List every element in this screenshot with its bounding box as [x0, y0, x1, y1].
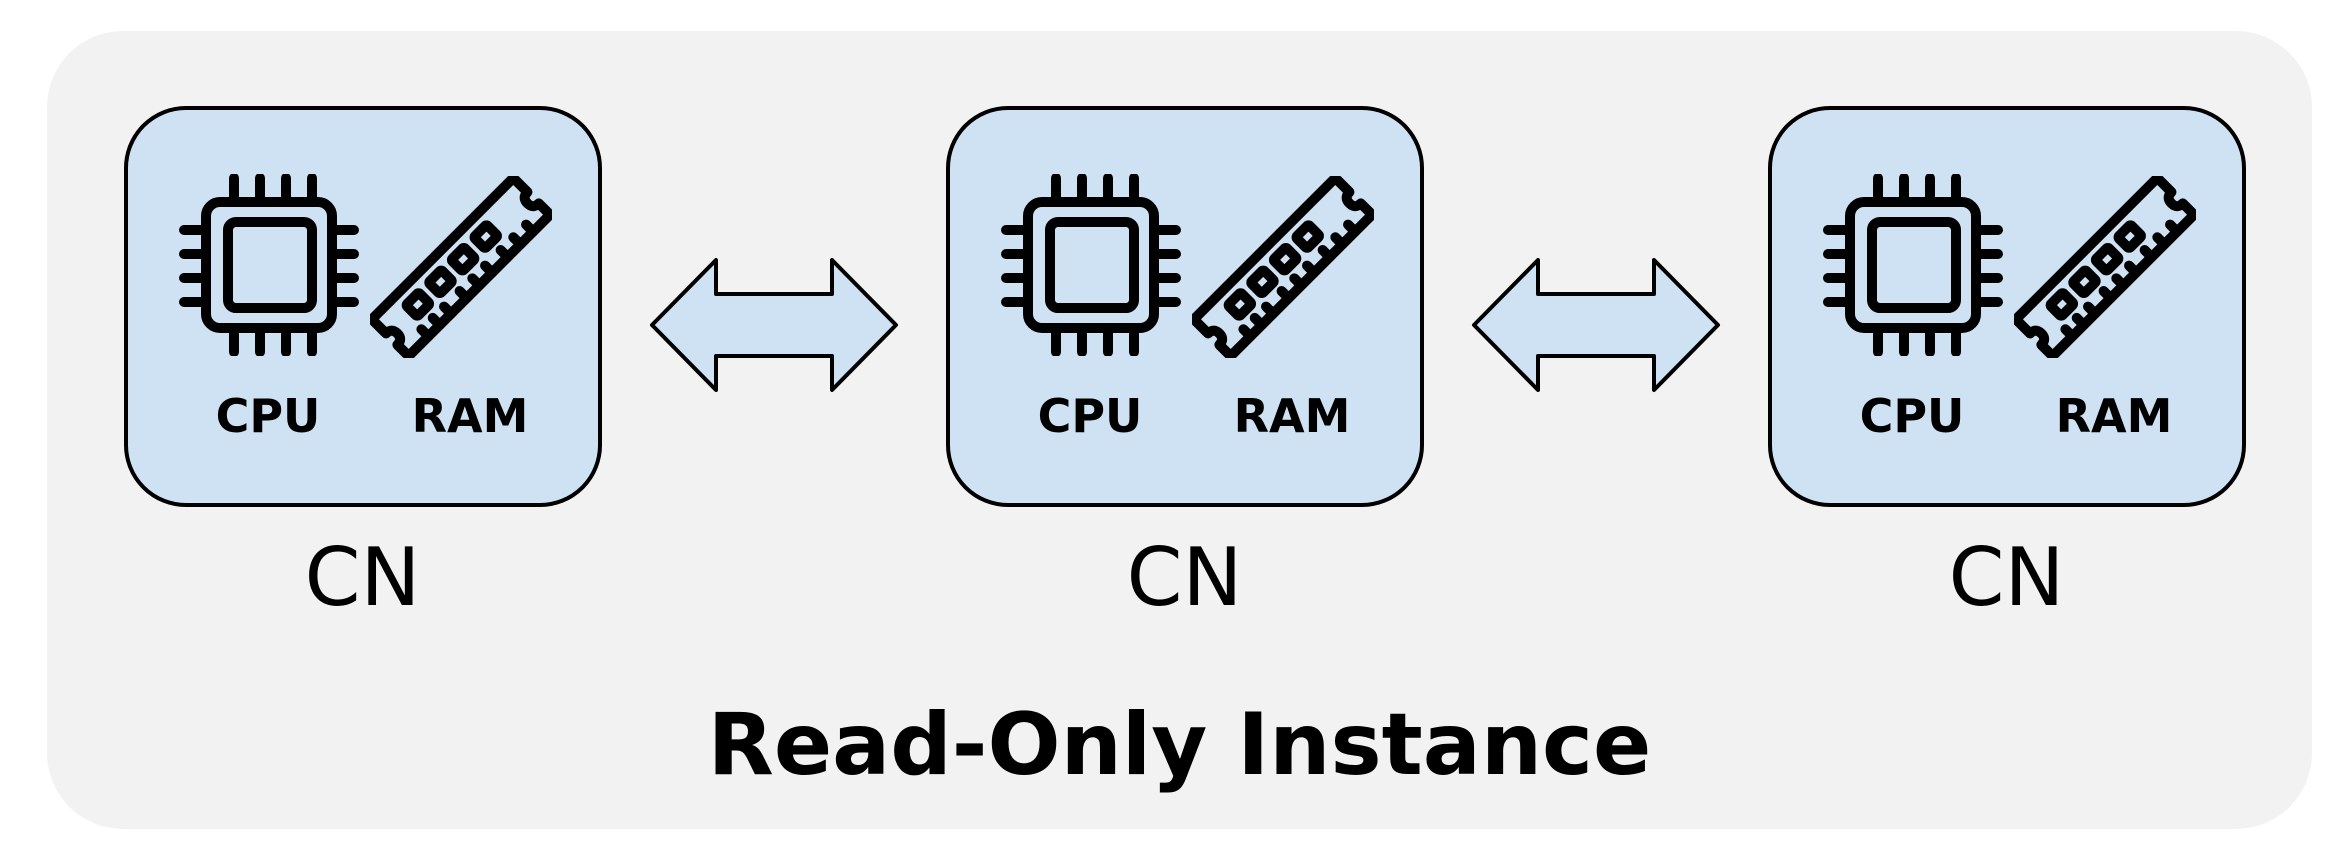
ram-label: RAM	[2055, 389, 2173, 443]
compute-node-3: CPU RAM	[1768, 106, 2246, 507]
node-name-label: CN	[1126, 531, 1243, 624]
bidirectional-arrow-icon	[1470, 256, 1722, 394]
bidirectional-arrow-icon	[648, 256, 900, 394]
cpu-icon	[1000, 174, 1182, 356]
node-name-label: CN	[304, 531, 421, 624]
cpu-label: CPU	[215, 389, 321, 443]
ram-label: RAM	[1233, 389, 1351, 443]
cpu-label: CPU	[1037, 389, 1143, 443]
node-name-label: CN	[1948, 531, 2065, 624]
compute-node-1: CPU RAM	[124, 106, 602, 507]
cpu-icon	[178, 174, 360, 356]
compute-node-2: CPU RAM	[946, 106, 1424, 507]
ram-label: RAM	[411, 389, 529, 443]
cpu-label: CPU	[1859, 389, 1965, 443]
ram-icon	[370, 176, 552, 358]
ram-icon	[2014, 176, 2196, 358]
cpu-icon	[1822, 174, 2004, 356]
ram-icon	[1192, 176, 1374, 358]
diagram-title: Read-Only Instance	[707, 695, 1652, 795]
